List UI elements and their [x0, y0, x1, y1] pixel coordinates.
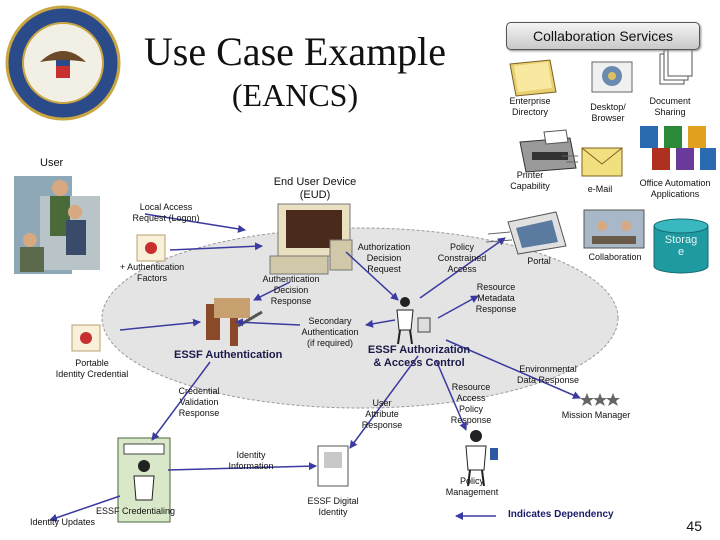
label-portal: Portal: [527, 256, 551, 266]
label-resource-access-policy-response: Resource Access Policy Response: [450, 382, 492, 425]
slide-title: Use Case Example: [143, 29, 447, 74]
label-printer-capability: Printer Capability: [510, 170, 550, 191]
envelope-icon: [562, 147, 623, 177]
label-resource-metadata-response: Resource Metadata Response: [475, 282, 517, 314]
certificate-icon: [136, 234, 166, 262]
database-icon: [653, 218, 709, 274]
certificate-icon-2: [71, 324, 101, 352]
globe-icon: [591, 61, 633, 93]
legend-indicates-dependency: Indicates Dependency: [508, 509, 614, 520]
dependency-arrows: [49, 213, 581, 522]
label-email: e-Mail: [587, 184, 613, 194]
label-end-user-device: End User Device (EUD): [273, 176, 357, 201]
label-policy-constrained-access: Policy Constrained Access: [437, 242, 487, 274]
person-icon: [465, 430, 498, 487]
label-user-attribute-response: User Attribute Response: [361, 398, 403, 430]
collaboration-services-header: Collaboration Services: [506, 22, 700, 50]
label-essf-authorization: ESSF Authorization & Access Control: [367, 344, 471, 369]
label-essf-authentication: ESSF Authentication: [174, 349, 283, 361]
portal-icon: [485, 211, 567, 255]
label-auth-factors: + Authentication Factors: [119, 262, 185, 283]
label-authentication-decision-response: Authentication Decision Response: [262, 274, 320, 306]
dod-seal-logo: [5, 5, 121, 121]
label-enterprise-directory: Enterprise Directory: [509, 96, 551, 117]
computer-icon: [269, 203, 353, 275]
printer-icon: [519, 129, 577, 173]
card-icon: [117, 437, 171, 523]
label-storage: Storag e: [664, 234, 698, 258]
label-essf-digital-identity: ESSF Digital Identity: [307, 496, 359, 517]
officer-icon: [396, 297, 431, 345]
label-user: User: [40, 157, 64, 169]
label-environmental-data-response: Environmental Data Response: [516, 364, 580, 385]
stars-icon: [580, 393, 620, 406]
book-icon: [509, 59, 557, 97]
page-number: 45: [686, 518, 702, 534]
label-essf-credentialing: ESSF Credentialing: [96, 506, 176, 516]
label-mission-manager: Mission Manager: [561, 410, 631, 420]
label-document-sharing: Document Sharing: [649, 96, 691, 117]
document-icon: [659, 45, 693, 85]
user-photos: [14, 176, 100, 274]
label-portable-identity-credential: Portable Identity Credential: [55, 358, 129, 379]
slide-subtitle: (EANCS): [231, 77, 359, 113]
label-identity-updates: Identity Updates: [30, 517, 96, 527]
label-authorization-decision-request: Authorization Decision Request: [357, 242, 411, 274]
label-office-automation: Office Automation Applications: [639, 178, 711, 199]
label-policy-management: Policy Management: [445, 476, 499, 497]
label-secondary-auth: Secondary Authentication (if required): [301, 316, 359, 348]
label-credential-validation-response: Credential Validation Response: [178, 386, 220, 418]
collaboration-icon: [583, 209, 645, 249]
office-apps-icon: [640, 126, 716, 170]
essf-ellipse: [101, 227, 619, 409]
label-desktop-browser: Desktop/ Browser: [590, 102, 626, 123]
digital-identity-card: [317, 445, 349, 487]
label-identity-information: Identity Information: [228, 450, 274, 471]
label-collaboration: Collaboration: [588, 252, 642, 262]
label-local-access: Local Access Request (Logon): [132, 202, 200, 223]
